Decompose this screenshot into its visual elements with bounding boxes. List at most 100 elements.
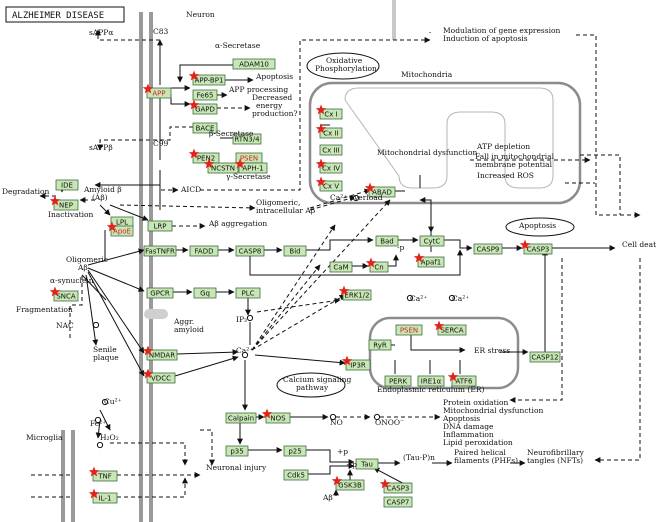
gene-casp3b[interactable]: CASP3 [379, 478, 413, 494]
gene-cx2[interactable]: Cx II [315, 123, 343, 139]
gene-app[interactable]: APP [142, 83, 172, 99]
gene-box-serca[interactable] [437, 324, 467, 336]
gene-box-apoe[interactable] [110, 225, 134, 237]
gene-box-il1[interactable] [92, 492, 118, 504]
gene-ncstn[interactable]: NCSTN [203, 158, 239, 174]
gene-box-casp7[interactable] [383, 496, 413, 508]
gene-box-cx4[interactable] [319, 162, 343, 174]
gene-pen2[interactable]: PEN2 [188, 148, 220, 164]
gene-box-cx1[interactable] [319, 108, 343, 120]
gene-gpcr[interactable]: GPCR [146, 287, 174, 299]
gene-box-calm[interactable] [329, 261, 353, 273]
gene-box-appbp1[interactable] [192, 74, 226, 86]
gene-box-abad[interactable] [368, 186, 396, 198]
gene-il1[interactable]: IL-1 [88, 488, 118, 504]
gene-box-ide[interactable] [55, 179, 79, 191]
gene-box-casp8[interactable] [235, 245, 265, 257]
gene-psen_er[interactable]: PSEN [395, 324, 423, 336]
gene-box-vdcc[interactable] [146, 372, 176, 384]
gene-casp3[interactable]: CASP3 [519, 239, 553, 255]
gene-bid[interactable]: Bid [283, 245, 307, 257]
gene-cn[interactable]: Cn [365, 257, 389, 273]
gene-box-casp12[interactable] [529, 351, 561, 363]
gene-box-gpcr[interactable] [146, 287, 174, 299]
gene-rtn34[interactable]: RTN3/4 [232, 133, 262, 145]
gene-cx3[interactable]: Cx III [319, 144, 343, 156]
gene-box-casp3b[interactable] [383, 482, 413, 494]
gene-cdk5[interactable]: Cdk5 [283, 469, 309, 481]
gene-box-ryr[interactable] [368, 339, 392, 351]
gene-box-nep[interactable] [53, 199, 79, 211]
gene-fastnfr[interactable]: FasTNFR [143, 245, 177, 257]
gene-lrp[interactable]: LRP [147, 220, 173, 232]
gene-box-calpain[interactable] [225, 412, 257, 424]
gene-serca[interactable]: SERCA [433, 320, 467, 336]
gene-box-erk12[interactable] [342, 289, 372, 301]
gene-tnf[interactable]: TNF [88, 466, 118, 482]
gene-ire1a[interactable]: IRE1α [417, 375, 445, 387]
gene-gq[interactable]: Gq [193, 287, 217, 299]
gene-nmdar[interactable]: NMDAR [142, 345, 178, 361]
gene-box-cytc[interactable] [419, 235, 445, 247]
gene-box-psen_er[interactable] [395, 324, 423, 336]
gene-bad[interactable]: Bad [375, 235, 399, 247]
gene-box-bid[interactable] [283, 245, 307, 257]
gene-fadd[interactable]: FADD [189, 245, 219, 257]
gene-box-gapd[interactable] [192, 103, 218, 115]
gene-box-bace[interactable] [192, 122, 218, 134]
gene-erk12[interactable]: ERK1/2 [338, 285, 372, 301]
gene-box-app[interactable] [146, 87, 172, 99]
gene-box-atf6[interactable] [451, 375, 477, 387]
gene-box-cx2[interactable] [319, 127, 343, 139]
gene-box-adam10[interactable] [232, 58, 276, 70]
gene-box-rtn34[interactable] [232, 133, 262, 145]
gene-cx4[interactable]: Cx IV [315, 158, 343, 174]
gene-box-apaf1[interactable] [417, 256, 445, 268]
gene-nos[interactable]: NOS [261, 408, 291, 424]
gene-box-snca[interactable] [53, 290, 79, 302]
gene-fe65[interactable]: Fe65 [192, 89, 218, 101]
gene-box-gsk3b[interactable] [335, 479, 365, 491]
gene-nep[interactable]: NEP [49, 195, 79, 211]
gene-apaf1[interactable]: Apaf1 [413, 252, 445, 268]
gene-casp7[interactable]: CASP7 [383, 496, 413, 508]
gene-abad[interactable]: ABAD [364, 182, 396, 198]
gene-box-aph1[interactable] [238, 162, 268, 174]
gene-box-cdk5[interactable] [283, 469, 309, 481]
gene-box-lrp[interactable] [147, 220, 173, 232]
gene-calpain[interactable]: Calpain [225, 412, 257, 424]
gene-box-casp3[interactable] [523, 243, 553, 255]
gene-box-cx5[interactable] [319, 180, 343, 192]
gene-atf6[interactable]: ATF6 [447, 371, 477, 387]
gene-box-ire1a[interactable] [417, 375, 445, 387]
gene-gsk3b[interactable]: GSK3B [331, 475, 365, 491]
gene-box-perk[interactable] [384, 375, 412, 387]
gene-casp8[interactable]: CASP8 [235, 245, 265, 257]
gene-tau[interactable]: Tau [355, 458, 379, 470]
gene-aph1[interactable]: APH-1 [234, 158, 268, 174]
gene-cx1[interactable]: Cx I [315, 104, 343, 120]
gene-casp12[interactable]: CASP12 [529, 351, 561, 363]
gene-box-nos[interactable] [265, 412, 291, 424]
gene-box-p25[interactable] [283, 445, 307, 457]
gene-box-nmdar[interactable] [146, 349, 178, 361]
gene-box-ip3r[interactable] [345, 359, 371, 371]
gene-calm[interactable]: CaM [329, 261, 353, 273]
gene-box-fastnfr[interactable] [143, 245, 177, 257]
gene-box-fe65[interactable] [192, 89, 218, 101]
gene-casp9[interactable]: CASP9 [473, 243, 503, 255]
gene-perk[interactable]: PERK [384, 375, 412, 387]
gene-box-tau[interactable] [355, 458, 379, 470]
gene-box-fadd[interactable] [189, 245, 219, 257]
gene-bace[interactable]: BACE [192, 122, 218, 134]
gene-cx5[interactable]: Cx V [315, 176, 343, 192]
gene-box-cn[interactable] [369, 261, 389, 273]
gene-box-tnf[interactable] [92, 470, 118, 482]
gene-box-p35[interactable] [225, 445, 249, 457]
gene-adam10[interactable]: ADAM10 [232, 58, 276, 70]
gene-ryr[interactable]: RyR [368, 339, 392, 351]
gene-apoe[interactable]: ApoE [106, 221, 134, 237]
gene-vdcc[interactable]: VDCC [142, 368, 176, 384]
gene-p25[interactable]: p25 [283, 445, 307, 457]
gene-ide[interactable]: IDE [55, 179, 79, 191]
